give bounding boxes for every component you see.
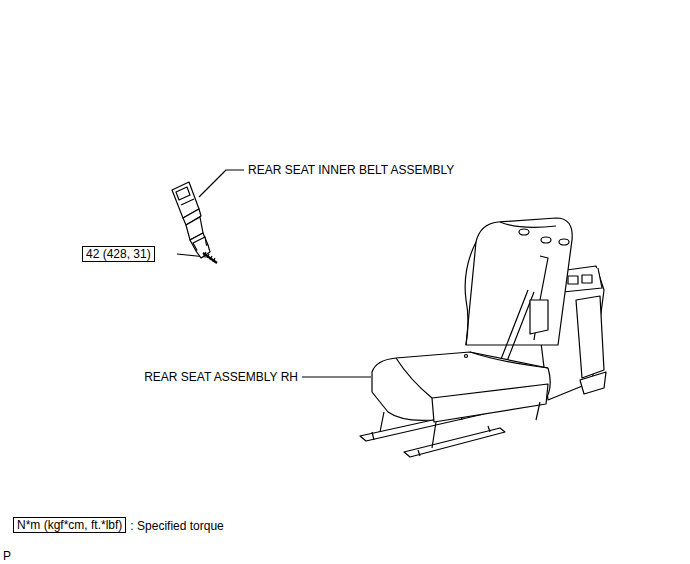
leader-line — [302, 376, 371, 377]
torque-box: 42 (428, 31) — [82, 246, 155, 262]
buckle-drawing — [172, 182, 217, 263]
legend-text: : Specified torque — [130, 519, 223, 533]
part-name: REAR SEAT INNER BELT ASSEMBLY — [248, 163, 454, 177]
node-text: N*m (kgf*cm, ft.*lbf) — [17, 518, 122, 532]
leader-line — [199, 170, 244, 197]
seat-drawing — [360, 218, 606, 457]
legend-box: N*m (kgf*cm, ft.*lbf) — [13, 517, 126, 533]
node-text: 42 (428, 31) — [86, 247, 151, 261]
part-name: REAR SEAT ASSEMBLY RH — [144, 370, 298, 384]
figure-code: P — [3, 549, 11, 563]
